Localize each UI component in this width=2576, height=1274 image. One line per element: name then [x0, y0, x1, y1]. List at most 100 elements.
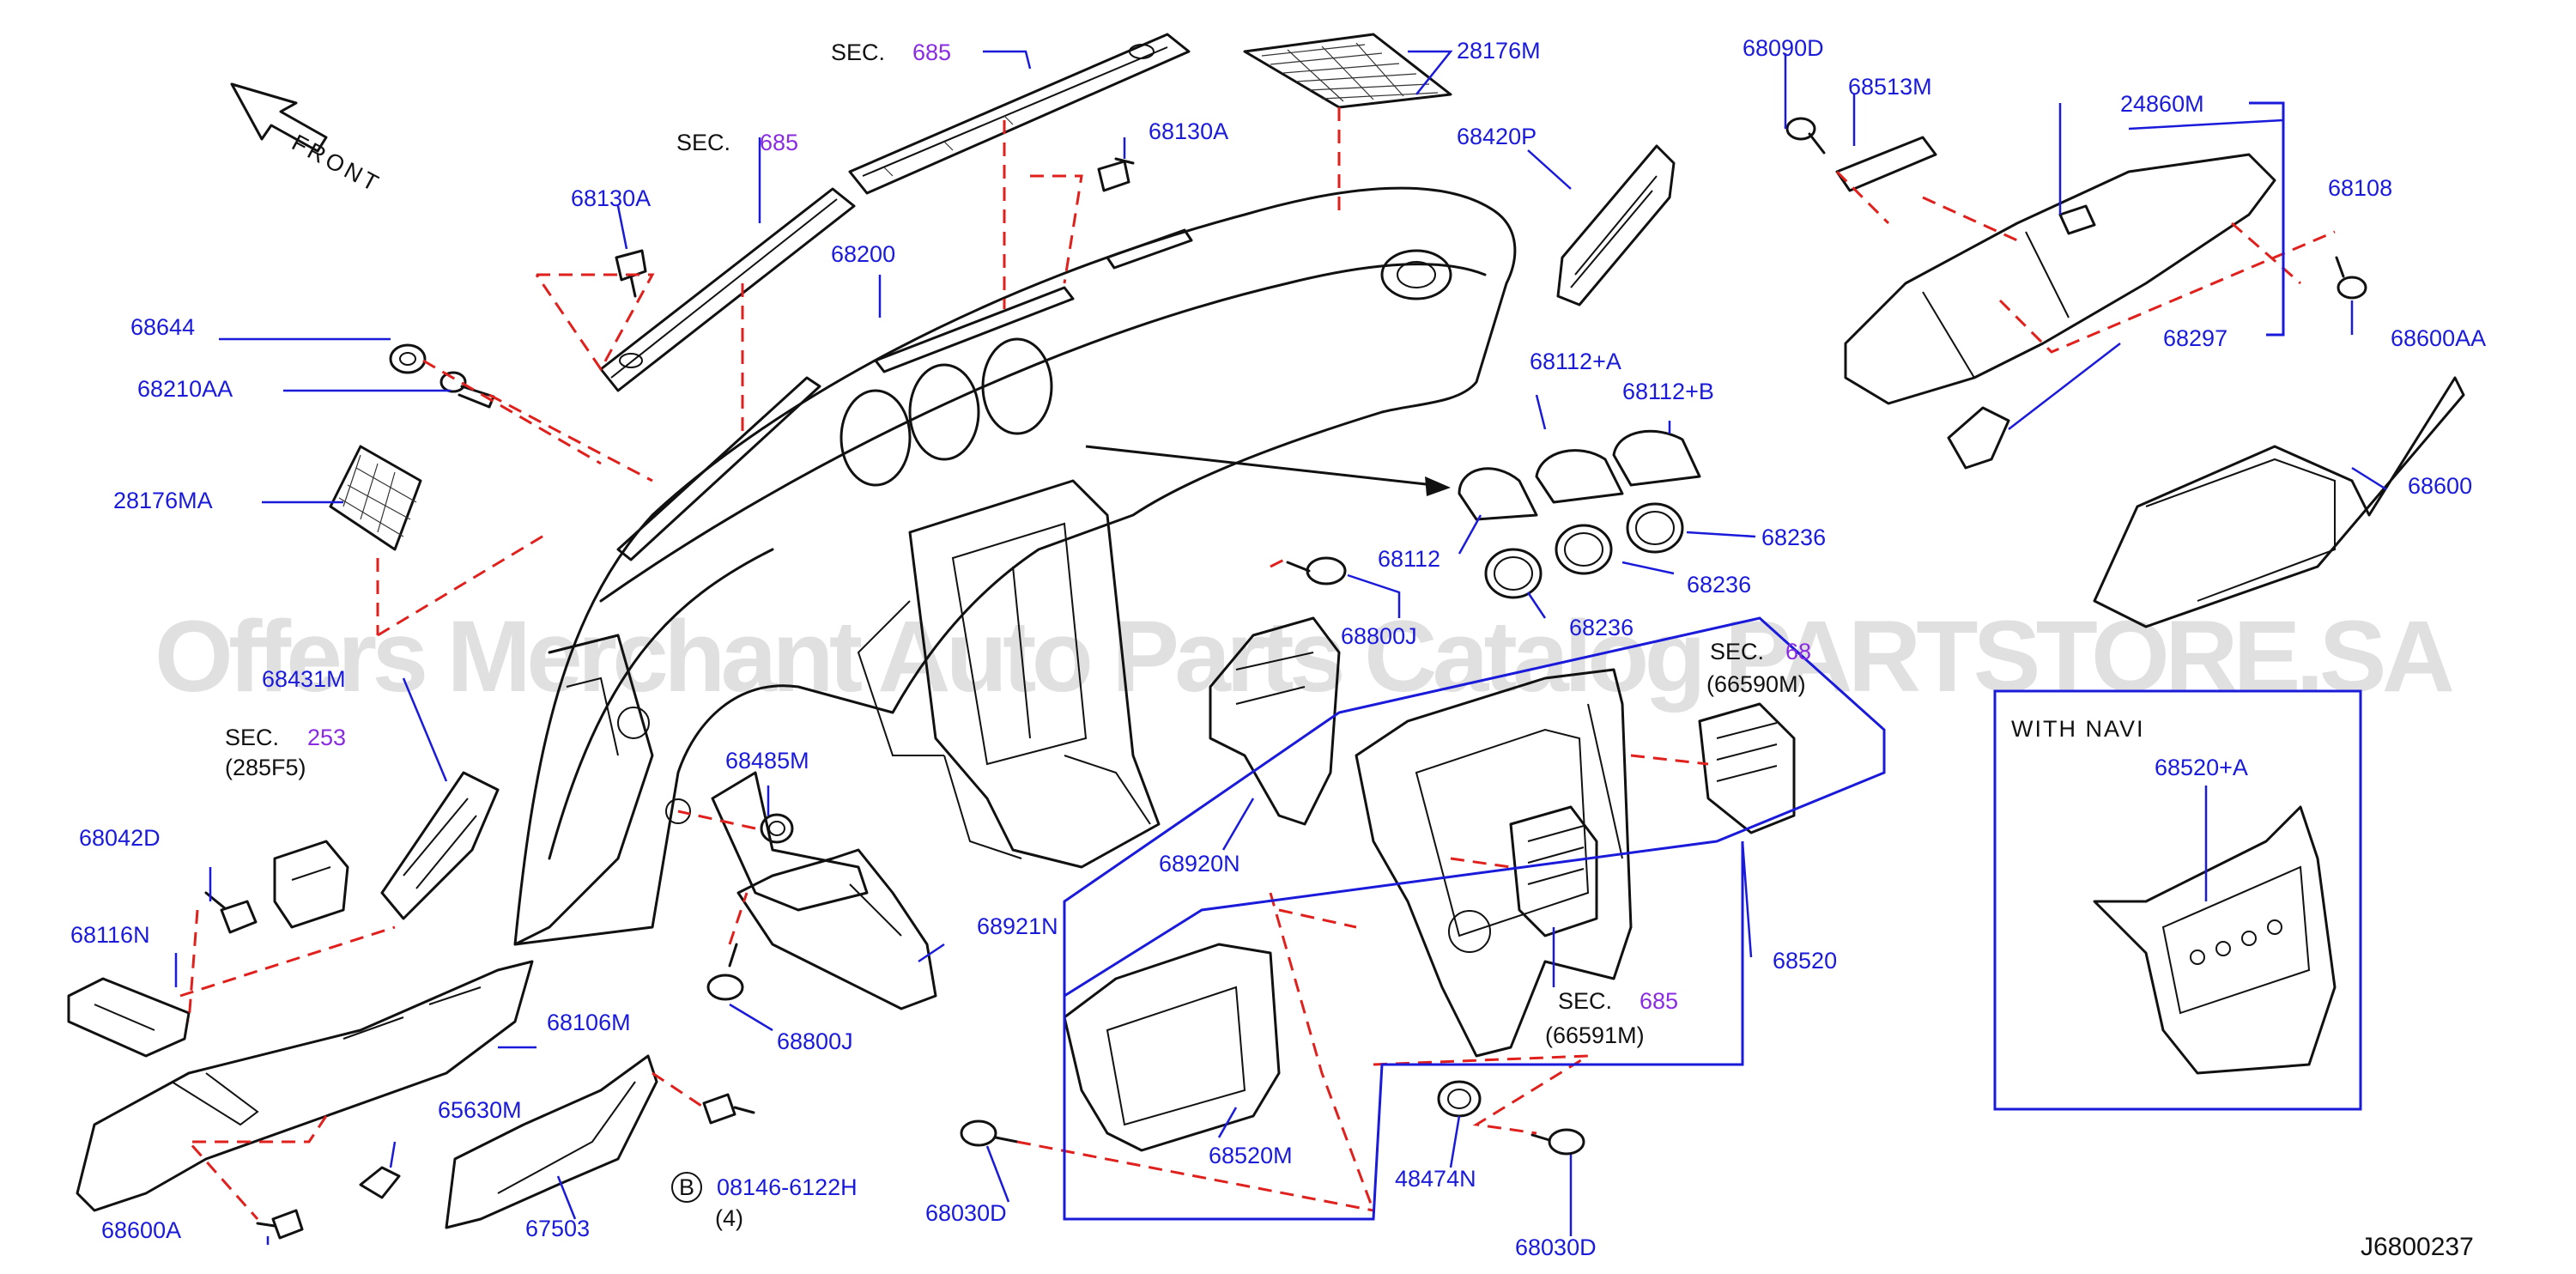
ring-68236-b	[1555, 524, 1613, 575]
sec-ref-5-sub: (66591M)	[1545, 1022, 1645, 1048]
screw-68090d-icon	[1785, 117, 1826, 155]
label-68520[interactable]: 68520	[1773, 948, 1837, 974]
bolt-note-qty: (4)	[715, 1205, 743, 1231]
front-arrow-icon	[230, 82, 328, 153]
bracket-68920n	[1209, 616, 1341, 826]
center-vent-66591m	[1509, 805, 1598, 937]
clip-68030d-left-icon	[960, 1119, 1019, 1147]
label-68090d[interactable]: 68090D	[1743, 35, 1824, 61]
lower-cover-68106m	[76, 960, 534, 1212]
screw-68210aa-icon	[439, 371, 495, 409]
navi-cluster-68520a	[2093, 805, 2337, 1075]
label-68112[interactable]: 68112	[1378, 546, 1440, 572]
sec-ref-4-prefix: SEC.	[1710, 639, 1764, 664]
label-68800j-upper[interactable]: 68800J	[1341, 623, 1417, 649]
sec-ref-3-number[interactable]: 253	[307, 725, 346, 750]
sec-ref-5-prefix: SEC.	[1558, 988, 1612, 1014]
bolt-note-circle-icon	[671, 1172, 702, 1203]
grommet-48474n-icon	[1437, 1080, 1482, 1118]
speaker-grille-28176ma	[329, 445, 422, 551]
watermark: Offers Merchant Auto Parts Catalog PARTS…	[155, 600, 2455, 713]
center-cluster-68520	[1355, 668, 1633, 1058]
label-68130a-right[interactable]: 68130A	[1149, 118, 1228, 144]
sec-ref-3-sub: (285F5)	[225, 755, 306, 780]
label-68513m[interactable]: 68513M	[1848, 74, 1932, 100]
label-68297[interactable]: 68297	[2163, 325, 2227, 351]
label-68420p[interactable]: 68420P	[1457, 124, 1537, 149]
defroster-grille-upper	[848, 33, 1191, 195]
lamp-68513m	[1835, 136, 1937, 192]
label-68210aa[interactable]: 68210AA	[137, 376, 233, 402]
label-28176m[interactable]: 28176M	[1457, 38, 1541, 64]
label-68042d[interactable]: 68042D	[79, 825, 161, 851]
label-68236-mid[interactable]: 68236	[1687, 572, 1751, 598]
label-68920n[interactable]: 68920N	[1159, 851, 1240, 877]
label-68236-low[interactable]: 68236	[1569, 615, 1633, 640]
speaker-grille-28176m	[1243, 33, 1452, 109]
label-68116n[interactable]: 68116N	[70, 922, 150, 948]
label-08146-6122h[interactable]: 08146-6122H	[717, 1174, 858, 1200]
figure-code: J6800237	[2361, 1233, 2474, 1261]
cluster-cap-68112	[1458, 467, 1538, 521]
label-68520m[interactable]: 68520M	[1209, 1143, 1293, 1168]
ring-68236-a	[1484, 548, 1543, 599]
leader-lines	[174, 50, 2387, 1245]
screw-68130a-right-icon	[1097, 157, 1135, 192]
cover-68921n	[736, 848, 937, 1010]
label-68112-a[interactable]: 68112+A	[1530, 349, 1621, 374]
label-68112-b[interactable]: 68112+B	[1622, 379, 1714, 404]
label-68200[interactable]: 68200	[831, 241, 895, 267]
side-vent-66590m	[1698, 702, 1796, 834]
label-24860m[interactable]: 24860M	[2120, 91, 2204, 117]
label-68030d-left[interactable]: 68030D	[925, 1200, 1007, 1226]
instrument-panel-68200	[513, 186, 1517, 946]
label-68030d-right[interactable]: 68030D	[1515, 1235, 1597, 1260]
label-68485m[interactable]: 68485M	[725, 748, 809, 774]
clip-68030d-right-icon	[1530, 1128, 1585, 1156]
sec-ref-3-prefix: SEC.	[225, 725, 279, 750]
group-frame-68520	[1063, 616, 1886, 1221]
side-vent-68420p	[1556, 144, 1676, 306]
group-frame-68108	[2249, 101, 2285, 337]
label-48474n[interactable]: 48474N	[1395, 1166, 1476, 1192]
screw-68130a-left-icon	[615, 249, 647, 298]
label-68600aa[interactable]: 68600AA	[2391, 325, 2486, 351]
switch-24860m	[2058, 204, 2096, 235]
label-68800j-lower[interactable]: 68800J	[777, 1028, 853, 1054]
sec-ref-1-prefix: SEC.	[831, 39, 885, 65]
assembly-lines	[179, 107, 2336, 1220]
label-28176ma[interactable]: 28176MA	[113, 488, 213, 513]
label-68236-right[interactable]: 68236	[1761, 525, 1826, 550]
screw-68600aa-icon	[2335, 256, 2367, 300]
sec-ref-4-number[interactable]: 68	[1785, 639, 1811, 664]
bracket-68116n	[67, 977, 191, 1058]
grommet-68485m-icon	[760, 813, 794, 844]
label-68921n[interactable]: 68921N	[977, 913, 1058, 939]
with-navi-title: WITH NAVI	[2011, 716, 2145, 742]
label-68644[interactable]: 68644	[130, 314, 195, 340]
label-68130a-left[interactable]: 68130A	[571, 185, 651, 211]
label-68600[interactable]: 68600	[2408, 473, 2472, 499]
defroster-grille-left	[599, 187, 856, 392]
label-68600a[interactable]: 68600A	[101, 1217, 181, 1243]
side-vent-68431m	[380, 771, 500, 920]
label-68520a[interactable]: 68520+A	[2155, 755, 2248, 780]
sec-ref-5-number[interactable]: 685	[1640, 988, 1678, 1014]
with-navi-frame	[1993, 689, 2362, 1111]
ring-68236-c	[1626, 502, 1684, 554]
front-label: FRONT	[288, 130, 385, 198]
sec-ref-2-number[interactable]: 685	[760, 130, 798, 155]
knee-panel-67503	[445, 1054, 658, 1229]
callout-arrow	[1085, 445, 1451, 496]
label-68108[interactable]: 68108	[2328, 175, 2392, 201]
cluster-cap-68112-a	[1535, 449, 1624, 504]
clip-68644-icon	[389, 343, 427, 374]
sec-ref-1-number[interactable]: 685	[912, 39, 951, 65]
label-65630m[interactable]: 65630M	[438, 1097, 522, 1123]
label-68431m[interactable]: 68431M	[262, 666, 346, 692]
bolt-68042d-icon	[204, 891, 258, 934]
label-68106m[interactable]: 68106M	[547, 1010, 631, 1035]
sec-ref-2-prefix: SEC.	[676, 130, 730, 155]
module-285f5	[273, 840, 349, 929]
label-67503[interactable]: 67503	[525, 1216, 590, 1241]
